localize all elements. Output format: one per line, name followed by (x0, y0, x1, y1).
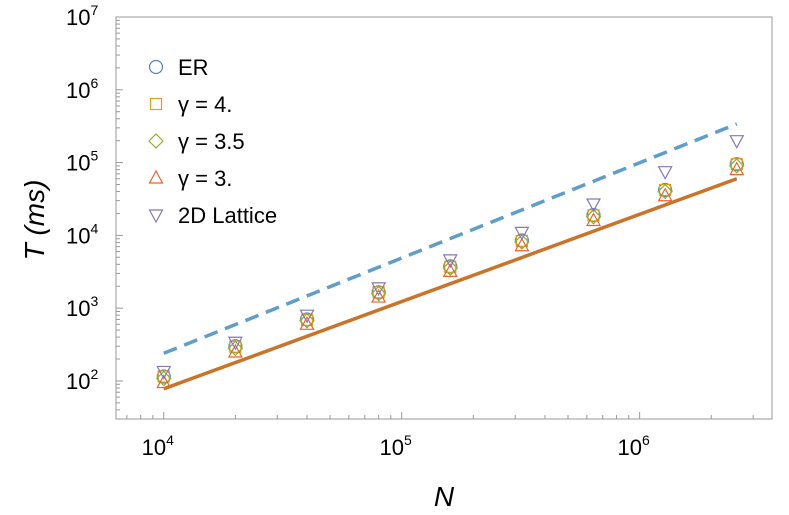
legend-marker (149, 97, 163, 111)
y-tick-label: 105 (66, 148, 98, 176)
data-point-series-4 (227, 343, 243, 358)
x-tick-label: 105 (380, 432, 412, 460)
legend-marker (148, 133, 164, 149)
data-point-series-1 (729, 157, 744, 172)
legend-marker (148, 59, 164, 75)
data-point-series-5 (586, 198, 602, 213)
fit-lines (163, 122, 738, 391)
data-point-series-1 (514, 233, 529, 248)
plot-frame (115, 16, 773, 420)
data-point-series-3 (155, 370, 172, 387)
data-point-series-1 (371, 285, 386, 300)
x-tick-label: 104 (142, 432, 174, 460)
data-point-series-5 (156, 365, 172, 380)
data-point-series-3 (585, 208, 602, 225)
x-tick-label: 106 (617, 432, 649, 460)
data-point-series-3 (442, 260, 459, 276)
data-points (155, 135, 745, 389)
data-point-series-5 (227, 336, 243, 351)
data-point-series-3 (657, 183, 673, 200)
data-point-series-2 (730, 158, 743, 171)
legend: ER γ = 4. γ = 3.5 γ = 3. 2D Lattice (148, 55, 277, 228)
solid-fit-line (163, 177, 738, 391)
x-axis-label: N (434, 481, 455, 512)
data-point-series-4 (371, 288, 387, 303)
data-point-series-1 (658, 182, 673, 198)
y-axis-label: T (ms) (19, 180, 50, 261)
data-point-series-4 (586, 212, 602, 227)
data-point-series-4 (299, 316, 315, 330)
legend-label: γ = 4. (178, 92, 232, 117)
y-tick-label: 103 (66, 293, 98, 321)
data-point-series-5 (729, 135, 745, 149)
data-point-series-4 (514, 237, 530, 252)
data-point-series-5 (371, 282, 387, 297)
data-point-series-4 (156, 374, 172, 389)
data-point-series-4 (657, 187, 673, 202)
legend-marker (148, 169, 164, 184)
y-tick-label: 102 (66, 366, 98, 394)
dashed-fit-line (163, 122, 738, 355)
legend-label: γ = 3. (178, 166, 232, 191)
y-tick-label: 106 (66, 75, 98, 103)
legend-label: ER (178, 55, 209, 80)
axis-ticks: 104 105 106 102 103 104 105 106 107 (66, 2, 754, 460)
data-point-series-3 (370, 285, 387, 302)
data-point-series-1 (156, 369, 171, 384)
data-point-series-3 (227, 340, 244, 357)
data-point-series-5 (442, 254, 458, 269)
data-point-series-4 (729, 161, 745, 176)
data-point-series-4 (442, 263, 458, 277)
legend-marker (148, 209, 164, 224)
legend-label: γ = 3.5 (178, 129, 245, 154)
data-point-series-3 (514, 234, 530, 250)
data-point-series-5 (657, 166, 673, 180)
y-tick-label: 107 (66, 2, 98, 30)
data-point-series-3 (299, 312, 315, 329)
data-point-series-5 (299, 309, 315, 324)
legend-label: 2D Lattice (178, 203, 277, 228)
y-tick-label: 104 (66, 220, 98, 248)
data-point-series-3 (728, 158, 745, 174)
data-point-series-5 (514, 226, 530, 241)
data-point-series-1 (586, 207, 601, 223)
